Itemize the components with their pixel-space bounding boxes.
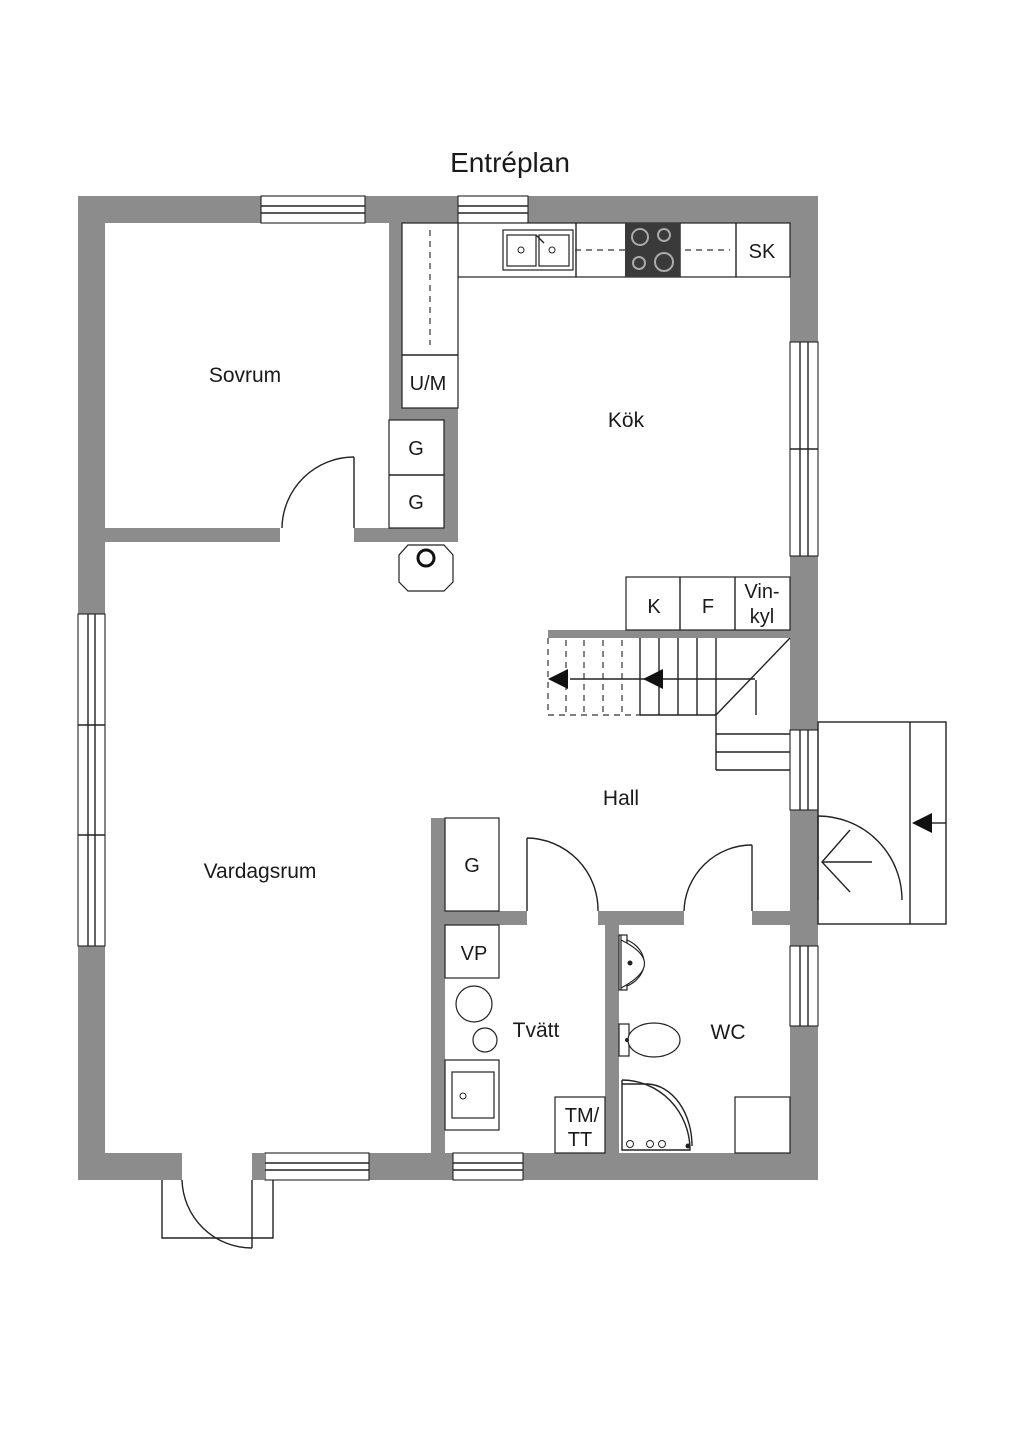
shower-icon <box>621 1079 693 1151</box>
label-vinkyl-2: kyl <box>750 606 774 628</box>
stairs <box>547 637 791 771</box>
room-sovrum: Sovrum <box>209 364 281 387</box>
kitchen-sink-icon <box>502 229 574 271</box>
fireplace-icon <box>398 544 454 592</box>
label-um: U/M <box>410 373 447 395</box>
room-vardagsrum: Vardagsrum <box>204 860 317 883</box>
stove-icon <box>625 223 680 277</box>
laundry-sink-icon <box>444 1059 500 1131</box>
dryer-icon <box>472 1027 498 1053</box>
windows <box>77 195 819 1181</box>
plan-title: Entréplan <box>450 147 570 178</box>
wc-fixtures <box>618 934 791 1154</box>
doors <box>161 456 947 1249</box>
label-g-2: G <box>408 492 424 514</box>
label-vinkyl-1: Vin- <box>744 581 779 603</box>
room-hall: Hall <box>603 787 639 810</box>
label-tmtt-1: TM/ <box>565 1105 600 1127</box>
label-f: F <box>702 596 714 618</box>
label-g-1: G <box>408 438 424 460</box>
room-wc: WC <box>711 1021 746 1044</box>
room-kok: Kök <box>608 409 645 432</box>
room-tvatt: Tvätt <box>513 1019 560 1042</box>
label-vp: VP <box>461 943 488 965</box>
label-tmtt-2: TT <box>568 1129 592 1151</box>
room-labels: Sovrum Kök Hall Vardagsrum Tvätt WC <box>204 364 746 1044</box>
laundry-fixtures: G VP TM/ TT <box>444 817 606 1154</box>
label-k: K <box>647 596 661 618</box>
label-sk: SK <box>749 241 776 263</box>
washbasin-icon <box>618 934 646 991</box>
kitchen-counter: SK U/M G G K F Vin- kyl <box>388 222 791 631</box>
label-g-3: G <box>464 855 480 877</box>
washer-icon <box>455 985 493 1023</box>
toilet-icon <box>618 1022 681 1058</box>
